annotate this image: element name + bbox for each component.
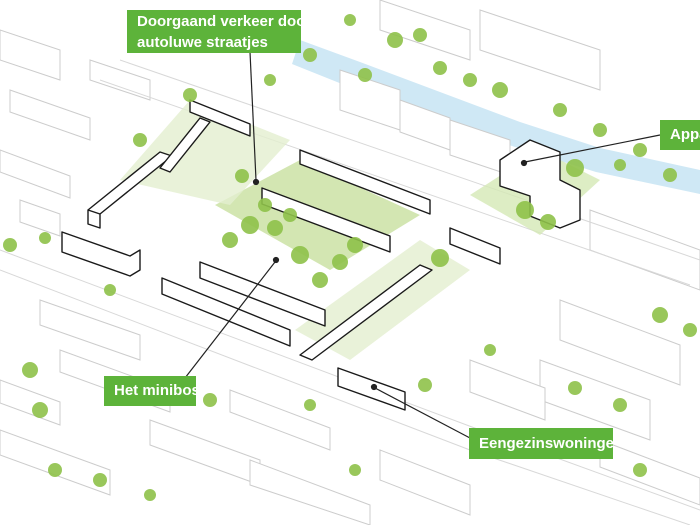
- canal: [292, 40, 700, 194]
- leader-dot-traffic: [252, 178, 260, 186]
- project-buildings: [61, 99, 581, 411]
- label-houses: Eengezinswoningen: [469, 428, 613, 459]
- label-houses-text: Eengezinswoningen: [479, 435, 613, 452]
- leader-dot-minibos: [272, 256, 280, 264]
- row-house-block: [337, 367, 406, 411]
- label-traffic: Doorgaand verkeer door autoluwe straatje…: [127, 10, 301, 53]
- row-house-block: [87, 151, 173, 229]
- leader-dot-apartments: [520, 159, 528, 167]
- row-house-block: [261, 187, 391, 253]
- row-house-block: [299, 264, 433, 361]
- leader-dot-houses: [370, 383, 378, 391]
- row-house-block: [449, 227, 501, 265]
- leader-apartments: [524, 134, 661, 163]
- label-minibos-text: Het minibos: [114, 382, 196, 399]
- leader-minibos: [184, 261, 276, 379]
- row-house-block: [199, 261, 326, 327]
- label-apartments-text: Appa: [670, 126, 700, 143]
- row-house-block: [299, 149, 431, 215]
- label-minibos: Het minibos: [104, 376, 196, 406]
- row-house-block: [159, 117, 211, 173]
- row-house-block: [61, 231, 141, 277]
- row-house-block: [189, 99, 251, 137]
- label-traffic-line1: Doorgaand verkeer door: [137, 13, 301, 30]
- row-house-block: [161, 277, 291, 347]
- label-traffic-line2: autoluwe straatjes: [137, 34, 268, 51]
- apartment-building: [499, 139, 581, 229]
- leader-houses: [374, 387, 471, 439]
- trees: [3, 14, 697, 501]
- leader-lines: [184, 51, 661, 439]
- leader-traffic: [249, 51, 257, 181]
- label-apartments: Appa: [660, 120, 700, 150]
